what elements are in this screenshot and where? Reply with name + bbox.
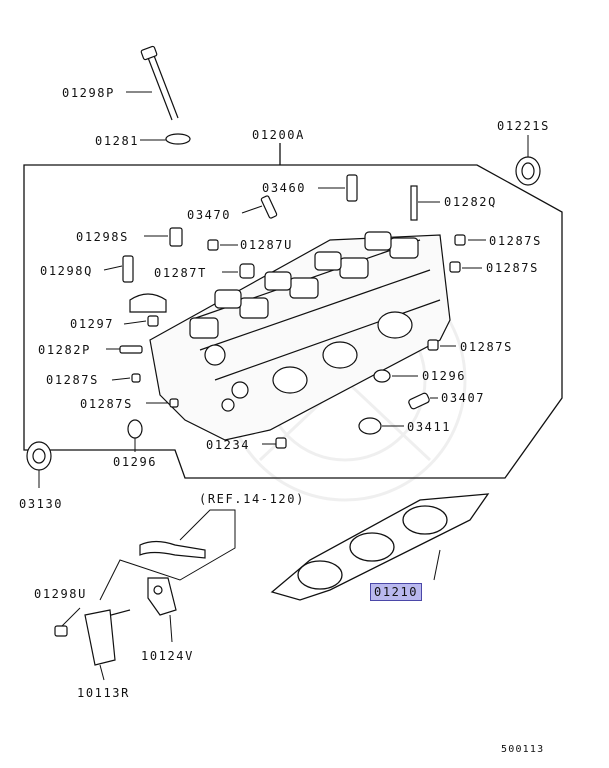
label-01287S-e: 01287S: [80, 397, 133, 411]
label-01296-a: 01296: [422, 369, 467, 383]
label-01287S-c: 01287S: [460, 340, 513, 354]
label-01281: 01281: [95, 134, 140, 148]
label-01298P: 01298P: [62, 86, 115, 100]
label-03411: 03411: [407, 420, 452, 434]
assembly-frame: [23, 143, 563, 479]
label-01287S-b: 01287S: [486, 261, 539, 275]
label-01282Q: 01282Q: [444, 195, 497, 209]
label-01297: 01297: [70, 317, 115, 331]
label-03460: 03460: [262, 181, 307, 195]
label-03407: 03407: [441, 391, 486, 405]
label-01221S: 01221S: [497, 119, 550, 133]
label-10113R: 10113R: [77, 686, 130, 700]
label-03130: 03130: [19, 497, 64, 511]
label-01287T: 01287T: [154, 266, 207, 280]
diagram-code: 500113: [501, 744, 545, 755]
label-01298S: 01298S: [76, 230, 129, 244]
leader-lines: [38, 91, 529, 681]
label-01287S-a: 01287S: [489, 234, 542, 248]
label-10124V: 10124V: [141, 649, 194, 663]
label-01298Q: 01298Q: [40, 264, 93, 278]
label-01234: 01234: [206, 438, 251, 452]
label-ref-14-120: (REF.14-120): [199, 492, 305, 506]
label-01298U: 01298U: [34, 587, 87, 601]
cylinder-head: [149, 231, 451, 441]
label-01287S-d: 01287S: [46, 373, 99, 387]
label-03470: 03470: [187, 208, 232, 222]
small-parts: [26, 45, 541, 666]
label-01210-highlighted: 01210: [370, 583, 423, 601]
label-01296-b: 01296: [113, 455, 158, 469]
label-01200A: 01200A: [252, 128, 305, 142]
label-01282P: 01282P: [38, 343, 91, 357]
label-01287U: 01287U: [240, 238, 293, 252]
head-gasket: [270, 493, 490, 601]
